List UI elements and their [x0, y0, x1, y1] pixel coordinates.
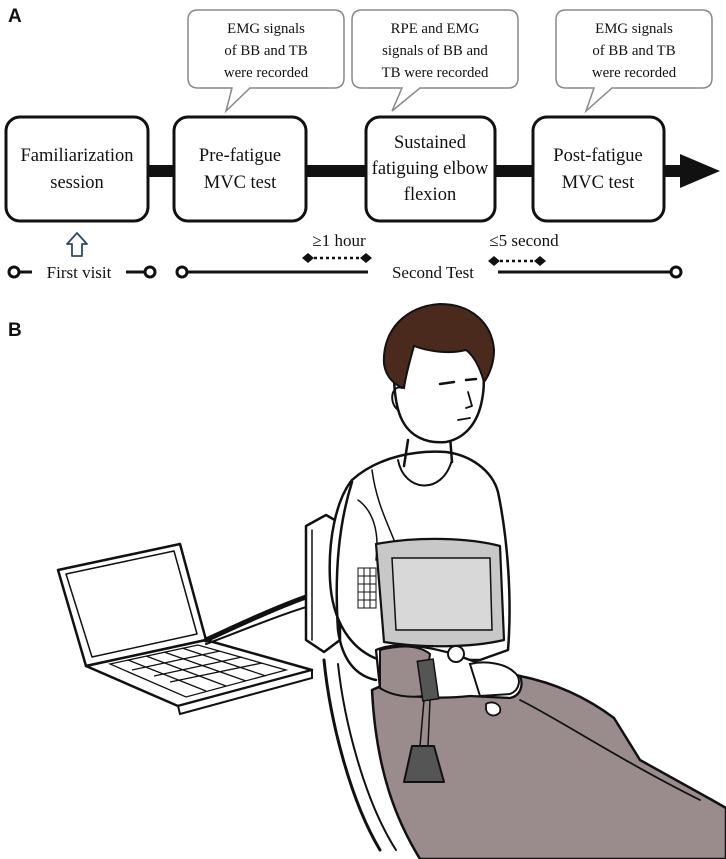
flow-end-arrow-icon	[680, 154, 720, 188]
second-test-label: Second Test	[392, 263, 474, 282]
stage-post-fatigue-line-2: MVC test	[562, 173, 635, 193]
stage-pre-fatigue-line-1: Pre-fatigue	[199, 146, 281, 166]
emg-electrode-grid	[357, 567, 377, 609]
stage-post-fatigue-line-1: Post-fatigue	[553, 146, 642, 166]
callout-pre-line-2: of BB and TB	[224, 43, 307, 59]
callout-pre: EMG signals of BB and TB were recorded	[187, 9, 345, 114]
stage-familiarization-line-1: Familiarization	[20, 146, 133, 166]
gap-one-hour-label: ≥1 hour	[312, 231, 366, 250]
stage-box-pre-fatigue: Pre-fatigue MVC test	[172, 115, 308, 223]
gap-five-second-label: ≤5 second	[489, 231, 559, 250]
stage-box-post-fatigue: Post-fatigue MVC test	[531, 115, 666, 223]
stage-pre-fatigue-line-2: MVC test	[204, 173, 277, 193]
callout-sustained-line-1: RPE and EMG	[391, 21, 480, 37]
stage-box-familiarization: Familiarization session	[4, 115, 150, 223]
first-visit-line	[7, 265, 157, 279]
callout-sustained-line-3: TB were recorded	[382, 65, 489, 81]
stage-sustained-line-1: Sustained	[394, 133, 467, 153]
seated-participant-illustration	[328, 302, 726, 859]
stage-sustained-line-3: flexion	[404, 185, 456, 205]
callout-post-line-2: of BB and TB	[592, 43, 675, 59]
stage-box-sustained: Sustained fatiguing elbow flexion	[364, 115, 497, 223]
callout-pre-line-3: were recorded	[224, 65, 309, 81]
up-arrow-icon	[66, 232, 88, 257]
gap-five-second-indicator	[488, 256, 546, 266]
gap-one-hour-indicator	[302, 253, 372, 263]
callout-post-line-3: were recorded	[592, 65, 677, 81]
keyboard-grid	[107, 644, 289, 698]
callout-post-line-1: EMG signals	[595, 21, 673, 37]
callout-sustained-line-2: signals of BB and	[382, 43, 488, 59]
panel-a-label: A	[8, 6, 22, 27]
second-test-line	[175, 265, 683, 279]
flow-connectors	[148, 154, 720, 188]
callout-post: EMG signals of BB and TB were recorded	[555, 9, 713, 114]
hanging-weight	[403, 745, 445, 783]
first-visit-label: First visit	[47, 263, 112, 282]
panel-b-label: B	[8, 320, 22, 341]
callout-pre-line-1: EMG signals	[227, 21, 305, 37]
stage-familiarization-line-2: session	[50, 173, 103, 193]
laptop-illustration	[56, 542, 314, 716]
callout-sustained: RPE and EMG signals of BB and TB were re…	[351, 9, 519, 112]
stage-sustained-line-2: fatiguing elbow	[372, 159, 489, 179]
